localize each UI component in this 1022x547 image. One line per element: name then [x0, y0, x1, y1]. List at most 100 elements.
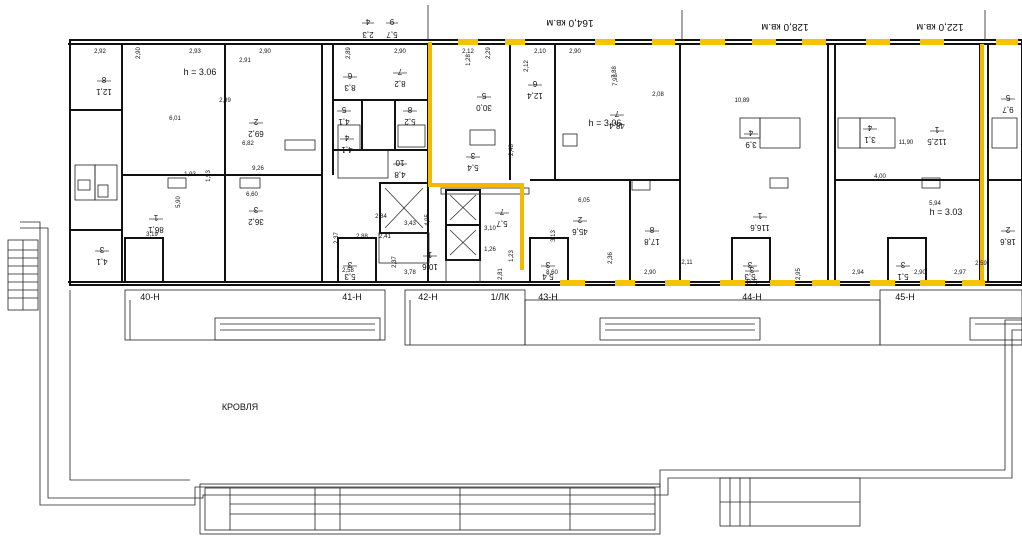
dimension-label: 2,99 — [219, 98, 231, 104]
dimension-label: 2,08 — [652, 92, 664, 98]
room-number: 7 — [614, 109, 619, 118]
room-number: 3 — [749, 265, 754, 274]
unit-label: 45-Н — [895, 292, 915, 302]
dimension-label: 4,95 — [425, 214, 431, 226]
room-number: 2 — [1005, 225, 1010, 234]
dimension-label: 11,90 — [899, 140, 914, 146]
unit-label: 1/ЛК — [491, 292, 510, 302]
room-area: 30,0 — [476, 103, 492, 112]
dimension-label: 2,90 — [914, 270, 926, 276]
dimension-label: 2,48 — [509, 144, 515, 156]
dimension-label: 6,05 — [578, 198, 590, 204]
dimension-label: 1,23 — [509, 250, 515, 262]
room-area: 8,2 — [394, 79, 406, 88]
dimension-label: 7,88 — [612, 66, 618, 78]
room-area: 5,7 — [496, 219, 508, 228]
room-number: 7 — [499, 207, 504, 216]
dimension-label: 6,01 — [169, 116, 181, 122]
dimension-label: 2,58 — [342, 268, 354, 274]
room-area: 4,8 — [394, 170, 406, 179]
ceiling-height-label: h = 3.06 — [589, 118, 622, 128]
room-area: 12,1 — [96, 87, 112, 96]
room-number: 6 — [347, 71, 352, 80]
dimension-label: 6,82 — [242, 141, 254, 147]
dimension-label: 5,94 — [929, 201, 941, 207]
dimension-label: 2,11 — [681, 260, 693, 266]
dimension-label: 4,00 — [874, 174, 886, 180]
dimension-label: 3,78 — [404, 270, 416, 276]
dimension-label: 2,36 — [608, 252, 614, 264]
room-number: 2 — [253, 117, 258, 126]
roof-outline — [20, 221, 1022, 535]
ceiling-height-label: h = 3.03 — [930, 207, 963, 217]
dimension-label: 2,37 — [334, 232, 340, 244]
room-number: 4 — [344, 133, 349, 142]
room-area: 3,1 — [864, 135, 876, 144]
room-area: 4,1 — [338, 117, 350, 126]
area-label-top: 122,0 кв.м — [916, 21, 963, 32]
dimension-label: 2,91 — [239, 58, 251, 64]
roof-label: КРОВЛЯ — [222, 402, 258, 412]
room-number: 3 — [470, 151, 475, 160]
room-number: 4 — [867, 123, 872, 132]
room-area: 10,6 — [422, 262, 438, 271]
dimension-label: 5,90 — [176, 196, 182, 208]
room-number: 5 — [341, 105, 346, 114]
dimension-label: 2,12 — [524, 60, 530, 72]
room-area: 18,6 — [1000, 237, 1016, 246]
room-area: 86,1 — [148, 225, 164, 234]
dimension-label: 7,93 — [613, 74, 619, 86]
room-number: 4 — [748, 128, 753, 137]
room-area: 17,8 — [644, 237, 660, 246]
room-area: 69,2 — [248, 129, 264, 138]
sanitary-units — [74, 117, 1018, 201]
room-area: 116,6 — [750, 223, 770, 232]
room-fraction-top: 4 — [365, 17, 370, 26]
dimension-label: 2,10 — [534, 49, 546, 55]
room-area: 48,4 — [609, 121, 625, 130]
dimension-label: 1,28 — [466, 54, 472, 66]
room-number: 3 — [747, 260, 752, 269]
area-label-top: 128,0 кв.м — [761, 21, 808, 32]
room-area: 112,5 — [927, 137, 947, 146]
front-canopies — [124, 289, 1022, 346]
dimension-label: 2,37 — [392, 256, 398, 268]
unit-label: 42-Н — [418, 292, 438, 302]
room-area: 5,4 — [467, 163, 479, 172]
room-number: 1 — [427, 250, 432, 259]
room-number: 1 — [153, 213, 158, 222]
unit-label: 41-Н — [342, 292, 362, 302]
dimension-label: 10,89 — [734, 98, 750, 104]
highlighted-unit-outline — [428, 39, 1018, 286]
dimension-label: 2,93 — [189, 49, 201, 55]
dimension-label: 2,90 — [136, 47, 142, 59]
unit-label: 40-Н — [140, 292, 160, 302]
dimension-label: 2,89 — [346, 47, 352, 59]
dimension-label: 2,95 — [796, 268, 802, 280]
room-area: 36,2 — [248, 217, 264, 226]
dimension-label: 2,94 — [852, 270, 864, 276]
dimension-label: 2,84 — [375, 214, 387, 220]
dimension-label: 8,60 — [546, 270, 558, 276]
room-number: 5 — [1005, 93, 1010, 102]
room-area: 5,1 — [897, 272, 909, 281]
dimension-label: 3,13 — [551, 230, 557, 242]
room-number: 3 — [900, 260, 905, 269]
dimension-label: 2,81 — [498, 268, 504, 280]
room-number: 7 — [397, 67, 402, 76]
top-dimension-lines — [427, 5, 986, 40]
external-stair — [7, 239, 39, 311]
room-area: 8,3 — [344, 83, 356, 92]
dimension-label: 2,59 — [975, 261, 987, 267]
room-number: 3 — [99, 245, 104, 254]
room-number: 8 — [101, 75, 106, 84]
room-number: 5 — [481, 91, 486, 100]
dimension-label: 2,12 — [462, 49, 474, 55]
room-area: 3,9 — [745, 140, 757, 149]
dimension-label: 1,93 — [206, 170, 212, 182]
room-number: 3 — [347, 260, 352, 269]
dimension-label: 9,26 — [252, 166, 264, 172]
dimension-label: 2,90 — [644, 270, 656, 276]
room-number: 2 — [577, 215, 582, 224]
